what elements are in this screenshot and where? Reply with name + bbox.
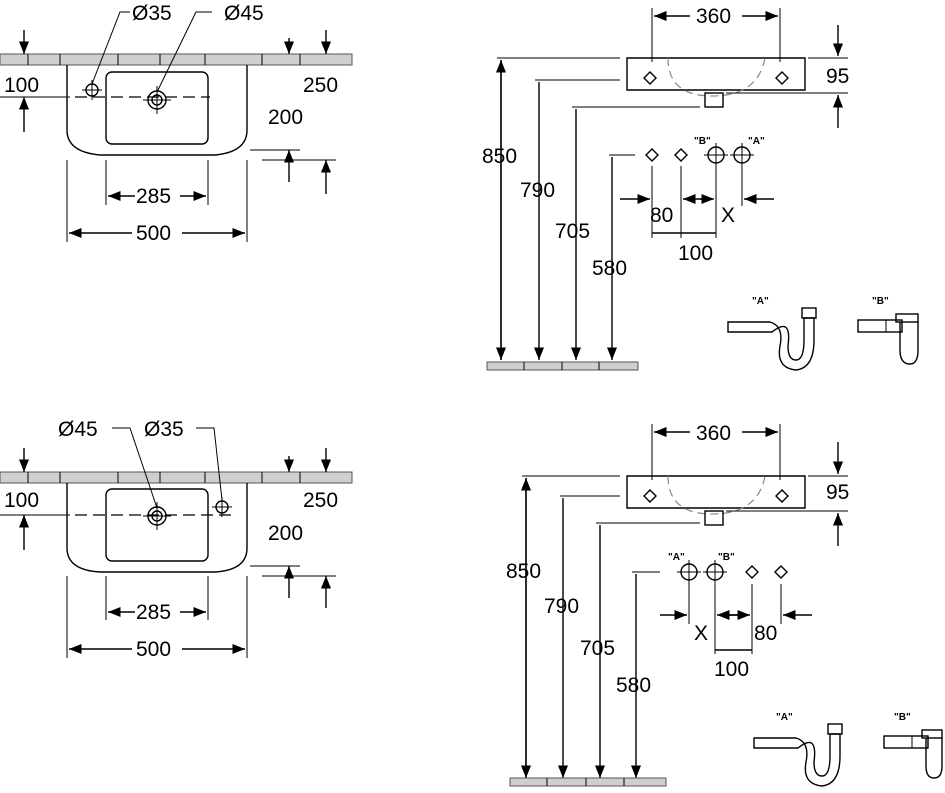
- connection-a-label-bottom: "A": [668, 552, 685, 563]
- tap-hole-small-bottom: [212, 497, 232, 517]
- connection-b-label-bottom: "B": [718, 552, 735, 563]
- label-hole-large: Ø45: [224, 2, 264, 25]
- basin-outline-bottom: [66, 483, 248, 573]
- basin-front-bottom: [626, 475, 806, 509]
- dim-top-360-bottom: 360: [696, 422, 731, 445]
- dim-right-95: 95: [826, 65, 849, 88]
- basin-outline: [66, 65, 248, 156]
- dim-spacing-80-bottom: 80: [754, 622, 777, 645]
- dim-spacing-x: X: [721, 204, 735, 227]
- dim-height-580: 580: [592, 257, 627, 280]
- dim-bowl-285: 285: [136, 185, 171, 208]
- dim-spacing-100-bottom: 100: [714, 658, 749, 681]
- dim-height-580-bottom: 580: [616, 674, 651, 697]
- tap-hole-large: [143, 86, 171, 114]
- trap-b-icon: [857, 313, 919, 365]
- dim-height-705: 705: [555, 220, 590, 243]
- dim-width-500: 500: [136, 222, 171, 245]
- trap-a-icon-bottom: [753, 723, 843, 787]
- dim-spacing-100: 100: [678, 242, 713, 265]
- trap-b-label-bottom: "B": [894, 712, 911, 723]
- dim-left-100: 100: [4, 74, 39, 97]
- bottom-elevation-view: 360 95 850 790 705 580: [506, 422, 943, 787]
- top-elevation-view: 360 95 850 790 705 580: [482, 5, 919, 371]
- top-plan-view: Ø35 Ø45 100 250 200 285 500: [0, 2, 353, 245]
- dim-right-200-bottom: 200: [268, 522, 303, 545]
- overflow-hole-right: [775, 71, 789, 85]
- connection-markers: [645, 143, 754, 167]
- bottom-plan-view: Ø45 Ø35 100 250 200 285 500: [0, 418, 353, 661]
- bowl-outline: [105, 71, 209, 145]
- trap-a-label: "A": [752, 296, 769, 307]
- dim-left-100-bottom: 100: [4, 489, 39, 512]
- dim-right-250: 250: [303, 74, 338, 97]
- connection-a-label: "A": [748, 136, 765, 147]
- dim-right-200: 200: [268, 106, 303, 129]
- bowl-outline-bottom: [105, 488, 209, 562]
- dim-height-850-bottom: 850: [506, 560, 541, 583]
- overflow-hole-left: [643, 71, 657, 85]
- label-hole-small-bottom: Ø35: [144, 418, 184, 441]
- dim-right-250-bottom: 250: [303, 489, 338, 512]
- label-hole-small: Ø35: [132, 2, 172, 25]
- dim-width-500-bottom: 500: [136, 638, 171, 661]
- floor-line-bottom: [509, 777, 667, 787]
- dim-right-95-bottom: 95: [826, 481, 849, 504]
- dim-height-850: 850: [482, 145, 517, 168]
- dim-top-360: 360: [696, 5, 731, 28]
- dim-height-790: 790: [520, 179, 555, 202]
- wall-line: [0, 53, 353, 66]
- trap-a-icon: [727, 307, 817, 371]
- dim-bowl-285-bottom: 285: [136, 601, 171, 624]
- wall-line-bottom: [0, 471, 353, 484]
- label-hole-large-bottom: Ø45: [58, 418, 98, 441]
- basin-front: [626, 57, 806, 91]
- dim-spacing-x-bottom: X: [694, 622, 708, 645]
- dim-height-705-bottom: 705: [580, 637, 615, 660]
- connection-b-label: "B": [694, 136, 711, 147]
- trap-b-icon-bottom: [883, 729, 943, 779]
- connection-markers-bottom: [677, 560, 788, 584]
- trap-b-label: "B": [872, 296, 889, 307]
- tap-hole-large-bottom: [143, 502, 171, 530]
- trap-a-label-bottom: "A": [776, 712, 793, 723]
- dim-spacing-80: 80: [650, 204, 673, 227]
- dim-height-790-bottom: 790: [544, 595, 579, 618]
